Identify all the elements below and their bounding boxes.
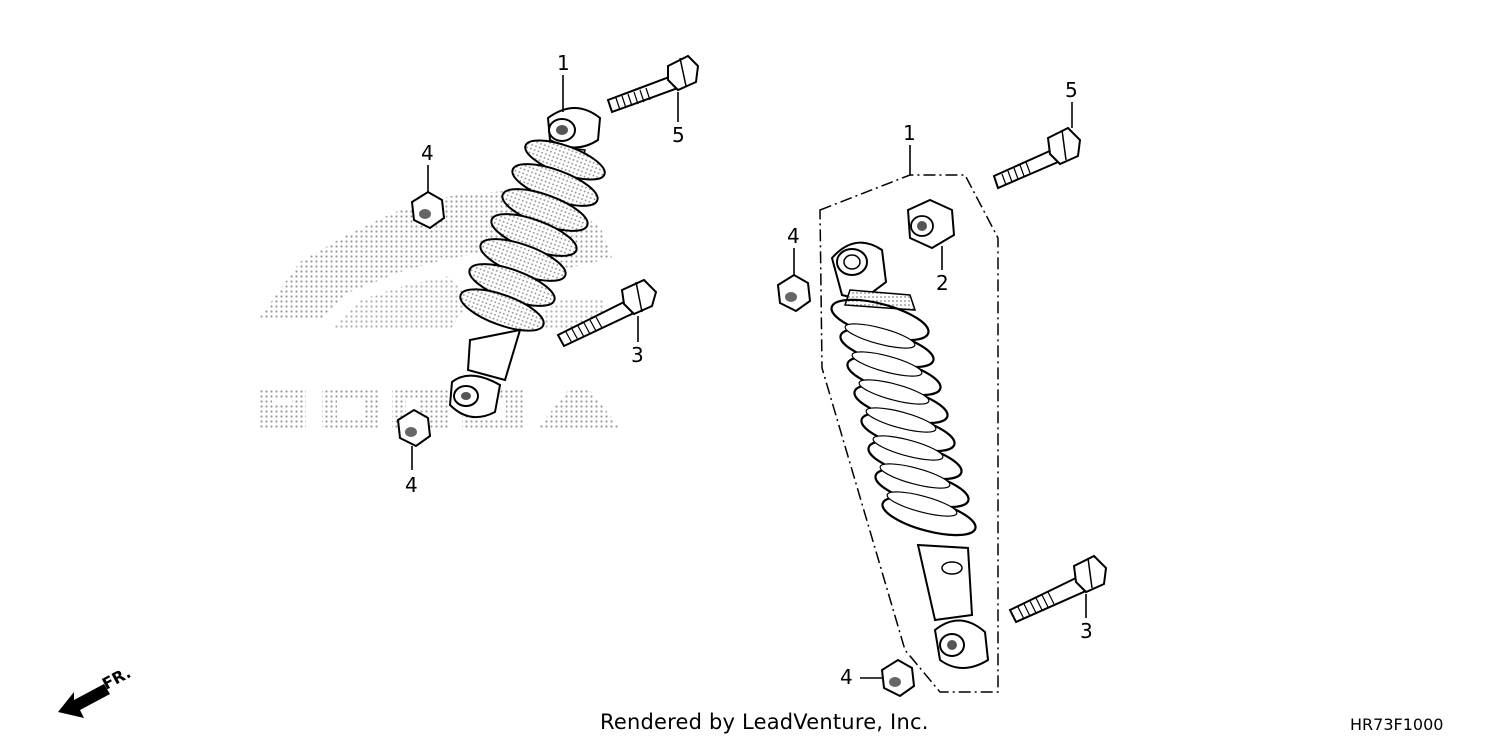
right-nut-4-bottom[interactable] [880,658,916,698]
right-nut-4-top[interactable] [776,273,812,313]
callout-right-bolt-3: 3 [1080,619,1093,643]
callout-left-bolt-5: 5 [672,123,685,147]
front-direction-arrow-icon: FR. [58,663,134,718]
right-bolt-3[interactable] [1008,554,1108,624]
left-shock-absorber[interactable] [448,107,609,419]
callout-right-nut-4-top: 4 [787,224,800,248]
callout-left-bolt-3: 3 [631,343,644,367]
left-bolt-5[interactable] [606,54,700,114]
right-bolt-5[interactable] [992,126,1082,190]
diagram-code: HR73F1000 [1350,715,1444,734]
callout-right-bushing-2: 2 [936,271,949,295]
right-assembly-outline [819,174,999,693]
right-shock-absorber[interactable] [828,241,990,669]
render-credit-text: Rendered by LeadVenture, Inc. [600,710,929,734]
callout-left-nut-4-top: 4 [421,141,434,165]
left-bolt-3[interactable] [556,278,658,348]
leader-lines [411,75,1087,679]
callout-left-shock-1: 1 [557,51,570,75]
callout-right-nut-4-bottom: 4 [840,665,853,689]
callout-left-nut-4-bottom: 4 [405,473,418,497]
callout-right-shock-1: 1 [903,121,916,145]
right-bushing-2[interactable] [906,198,956,250]
callout-right-bolt-5: 5 [1065,78,1078,102]
left-nut-4-bottom[interactable] [396,408,432,448]
